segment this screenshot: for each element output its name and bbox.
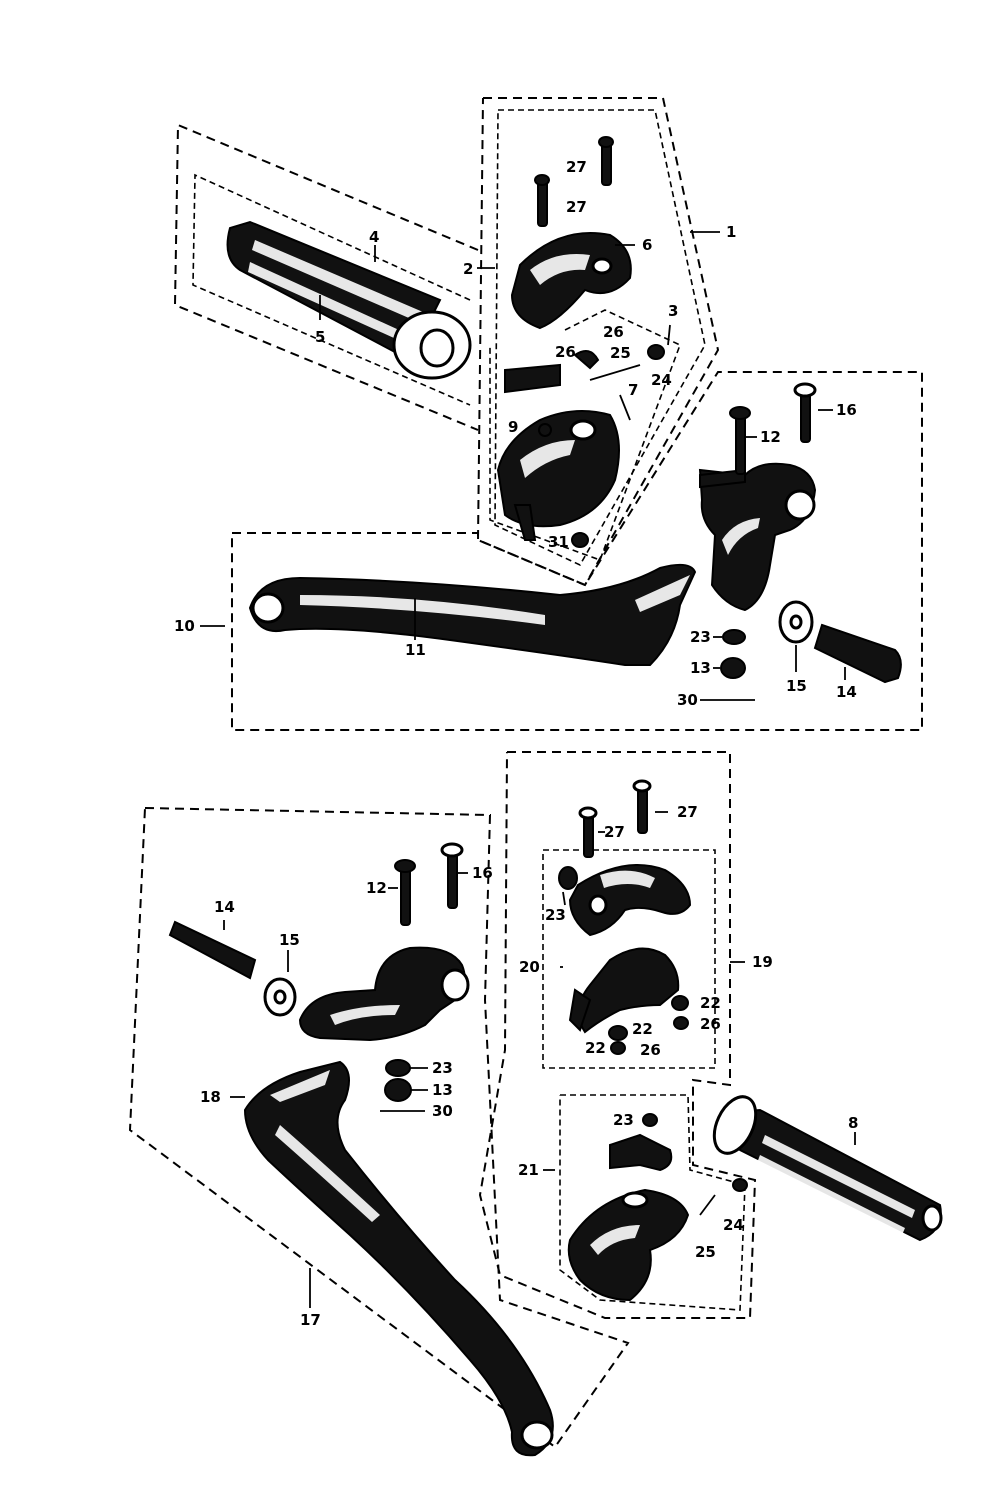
upper-assembly <box>226 136 902 701</box>
lever-perch-left <box>298 946 470 1042</box>
group-box-4 <box>173 123 479 431</box>
group-box-17 <box>128 807 630 1449</box>
label-16a: 16 <box>836 401 857 419</box>
label-24a: 24 <box>651 371 672 389</box>
label-30b: 30 <box>432 1102 453 1120</box>
label-12b: 12 <box>366 879 387 897</box>
throttle-housing-lower <box>496 363 620 541</box>
lower-assembly <box>168 779 943 1457</box>
label-26c: 26 <box>700 1015 721 1033</box>
label-16b: 16 <box>472 864 493 882</box>
group-box-10 <box>231 371 923 731</box>
label-4: 4 <box>369 228 379 246</box>
switch-housing-lower <box>567 1113 748 1302</box>
switch-housing-upper <box>558 864 692 937</box>
label-31: 31 <box>548 533 569 551</box>
label-21: 21 <box>518 1161 539 1179</box>
label-15b: 15 <box>279 931 300 949</box>
label-9: 9 <box>508 418 518 436</box>
label-6: 6 <box>642 236 652 254</box>
label-26a: 26 <box>555 343 576 361</box>
label-12a: 12 <box>760 428 781 446</box>
lever-right <box>248 563 697 666</box>
label-27b: 27 <box>566 198 587 216</box>
label-17: 17 <box>300 1311 321 1329</box>
group-box-2 <box>494 109 706 567</box>
label-5: 5 <box>315 328 325 346</box>
label-30a: 30 <box>677 691 698 709</box>
part-labels: 1 2 3 4 5 6 7 9 27 27 26 26 25 24 31 10 … <box>174 158 858 1329</box>
label-13a: 13 <box>690 659 711 677</box>
label-14b: 14 <box>214 898 235 916</box>
lever-left <box>243 1060 554 1457</box>
group-box-20 <box>542 849 716 1069</box>
label-27a: 27 <box>566 158 587 176</box>
screws-27-lower <box>578 779 652 858</box>
bolts-right <box>729 382 817 475</box>
label-7: 7 <box>628 381 638 399</box>
pivot-hardware-right <box>700 600 902 701</box>
group-box-3 <box>489 309 682 562</box>
label-19: 19 <box>752 953 773 971</box>
label-14a: 14 <box>836 683 857 701</box>
group-box-1 <box>476 97 720 587</box>
group-box-21 <box>559 1094 746 1311</box>
throttle-housing-upper <box>510 232 632 330</box>
label-22c: 22 <box>585 1039 606 1057</box>
throttle-grip <box>226 220 472 380</box>
label-3: 3 <box>668 302 678 320</box>
lever-perch-right <box>698 462 817 612</box>
group-outlines <box>128 97 923 1449</box>
group-box-5 <box>192 173 471 406</box>
bolts-left <box>394 842 464 926</box>
screws-27 <box>534 136 614 227</box>
label-22b: 22 <box>632 1020 653 1038</box>
label-8: 8 <box>848 1114 858 1132</box>
label-23a: 23 <box>690 628 711 646</box>
small-parts-upper <box>538 344 665 548</box>
label-20: 20 <box>519 958 540 976</box>
label-18: 18 <box>200 1088 221 1106</box>
label-1: 1 <box>726 223 736 241</box>
label-27d: 27 <box>604 823 625 841</box>
label-25b: 25 <box>695 1243 716 1261</box>
label-23b: 23 <box>545 906 566 924</box>
label-23c: 23 <box>613 1111 634 1129</box>
label-24b: 24 <box>723 1216 744 1234</box>
label-27c: 27 <box>677 803 698 821</box>
handlebar-grip-left <box>712 1095 943 1242</box>
label-10: 10 <box>174 617 195 635</box>
label-26d: 26 <box>640 1041 661 1059</box>
label-22a: 22 <box>700 994 721 1012</box>
label-23d: 23 <box>432 1059 453 1077</box>
label-28: 26 <box>603 323 624 341</box>
switch-internal <box>568 947 689 1055</box>
label-13b: 13 <box>432 1081 453 1099</box>
label-11: 11 <box>405 641 426 659</box>
label-2: 2 <box>463 260 473 278</box>
group-box-19 <box>478 751 757 1319</box>
leader-lines <box>200 231 856 1308</box>
label-25a: 25 <box>610 344 631 362</box>
label-15a: 15 <box>786 677 807 695</box>
